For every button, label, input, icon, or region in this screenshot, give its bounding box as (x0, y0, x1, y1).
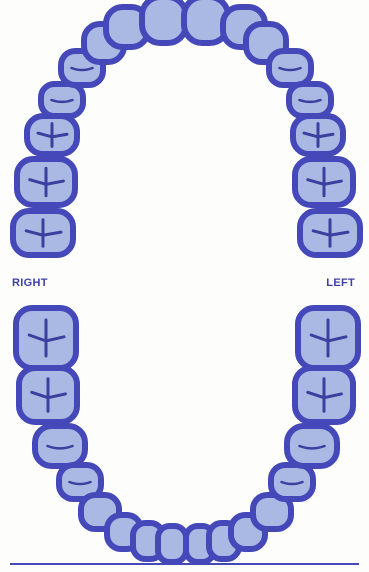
lower-tooth-14 (287, 426, 337, 466)
bottom-rule (10, 563, 359, 565)
upper-tooth-2 (17, 159, 75, 205)
tooth-crown (158, 526, 186, 562)
lower-tooth-2 (19, 368, 77, 422)
lower-tooth-1 (16, 308, 76, 368)
upper-tooth-1 (13, 211, 73, 255)
lower-tooth-3 (35, 426, 85, 466)
upper-tooth-16 (300, 211, 360, 255)
upper-tooth-13 (289, 84, 331, 116)
upper-tooth-15 (295, 159, 353, 205)
lower-arch (16, 308, 358, 562)
upper-tooth-12 (269, 51, 311, 85)
label-right: RIGHT (12, 277, 48, 289)
tooth-crown (41, 84, 83, 116)
lower-tooth-13 (271, 465, 313, 499)
upper-tooth-14 (293, 116, 343, 154)
tooth-crown (142, 0, 186, 43)
tooth-crown (35, 426, 85, 466)
lower-tooth-8 (158, 526, 186, 562)
upper-tooth-3 (27, 116, 77, 154)
upper-tooth-4 (41, 84, 83, 116)
tooth-crown (289, 84, 331, 116)
tooth-crown (287, 426, 337, 466)
lower-tooth-16 (298, 308, 358, 368)
upper-tooth-8 (142, 0, 186, 43)
tooth-crown (269, 51, 311, 85)
label-left: LEFT (326, 277, 355, 289)
tooth-crown (271, 465, 313, 499)
lower-tooth-15 (295, 368, 353, 422)
upper-arch (13, 0, 360, 255)
